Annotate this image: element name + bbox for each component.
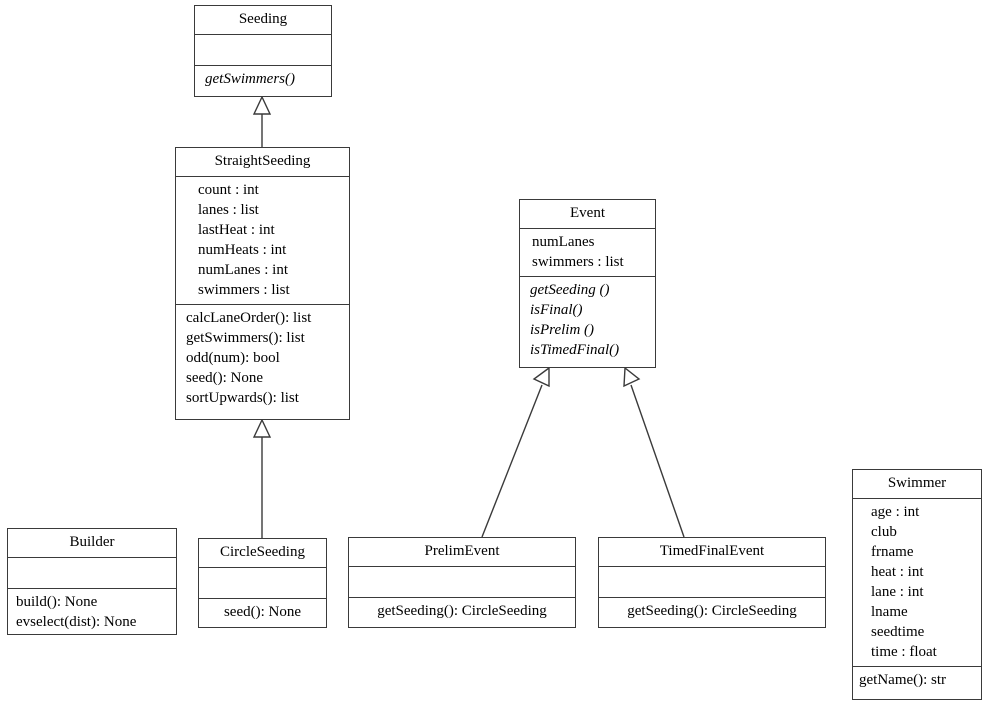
attribute-item: seedtime xyxy=(871,624,925,640)
attributes-compartment-timedfinalevent xyxy=(599,567,825,597)
compartment-divider xyxy=(349,597,575,598)
class-name-timedfinalevent: TimedFinalEvent xyxy=(659,543,765,559)
attributes-compartment-seeding xyxy=(195,35,331,65)
compartment-divider xyxy=(853,666,981,667)
operations-compartment-circleseeding: seed(): None xyxy=(199,599,326,626)
class-box-builder[interactable]: Builder build(): None evselect(dist): No… xyxy=(7,528,177,635)
operation-item: seed(): None xyxy=(223,604,302,620)
attribute-item: numHeats : int xyxy=(198,242,287,258)
class-name-event: Event xyxy=(570,205,605,221)
compartment-divider xyxy=(176,304,349,305)
compartment-divider xyxy=(599,597,825,598)
operation-item: getSeeding(): CircleSeeding xyxy=(627,603,797,619)
class-name-swimmer: Swimmer xyxy=(887,475,947,491)
attribute-item: count : int xyxy=(198,182,259,198)
attribute-item: numLanes : int xyxy=(198,262,288,278)
operation-item: sortUpwards(): list xyxy=(186,390,299,406)
compartment-divider xyxy=(349,566,575,567)
attributes-compartment-builder xyxy=(8,558,176,588)
attribute-item: numLanes xyxy=(532,234,595,250)
operation-item: isPrelim () xyxy=(530,322,595,338)
compartment-divider xyxy=(8,557,176,558)
attributes-compartment-event: numLanes swimmers : list xyxy=(520,229,655,276)
attribute-item: frname xyxy=(871,544,914,560)
operations-compartment-prelimevent: getSeeding(): CircleSeeding xyxy=(349,598,575,625)
class-box-timedfinalevent[interactable]: TimedFinalEvent getSeeding(): CircleSeed… xyxy=(598,537,826,628)
class-box-circleseeding[interactable]: CircleSeeding seed(): None xyxy=(198,538,327,628)
operation-item: calcLaneOrder(): list xyxy=(186,310,312,326)
compartment-divider xyxy=(195,34,331,35)
compartment-divider xyxy=(199,598,326,599)
operation-item: odd(num): bool xyxy=(186,350,280,366)
attribute-item: time : float xyxy=(871,644,937,660)
generalization-straightseeding-to-seeding xyxy=(252,95,272,147)
class-box-swimmer[interactable]: Swimmer age : int club frname heat : int… xyxy=(852,469,982,700)
class-name-builder: Builder xyxy=(69,534,115,550)
class-name-straightseeding: StraightSeeding xyxy=(214,153,311,169)
operations-compartment-builder: build(): None evselect(dist): None xyxy=(8,589,176,636)
operation-item: getSwimmers(): list xyxy=(186,330,305,346)
attributes-compartment-circleseeding xyxy=(199,568,326,598)
generalization-prelimevent-to-event xyxy=(481,366,550,538)
compartment-divider xyxy=(520,228,655,229)
generalization-circleseeding-to-straightseeding xyxy=(252,418,272,538)
compartment-divider xyxy=(599,566,825,567)
class-name-seeding: Seeding xyxy=(238,11,288,27)
operation-item: getSeeding () xyxy=(530,282,610,298)
operation-item: build(): None xyxy=(16,594,98,610)
operations-compartment-swimmer: getName(): str xyxy=(853,667,981,694)
class-box-seeding[interactable]: Seeding getSwimmers() xyxy=(194,5,332,97)
operation-item: seed(): None xyxy=(186,370,264,386)
attribute-item: swimmers : list xyxy=(532,254,624,270)
class-box-straightseeding[interactable]: StraightSeeding count : int lanes : list… xyxy=(175,147,350,420)
attribute-item: heat : int xyxy=(871,564,924,580)
operations-compartment-straightseeding: calcLaneOrder(): list getSwimmers(): lis… xyxy=(176,305,349,412)
attribute-item: lane : int xyxy=(871,584,924,600)
class-box-event[interactable]: Event numLanes swimmers : list getSeedin… xyxy=(519,199,656,368)
compartment-divider xyxy=(520,276,655,277)
operations-compartment-event: getSeeding () isFinal() isPrelim () isTi… xyxy=(520,277,655,364)
attributes-compartment-straightseeding: count : int lanes : list lastHeat : int … xyxy=(176,177,349,304)
attribute-item: lanes : list xyxy=(198,202,259,218)
operation-item: isTimedFinal() xyxy=(530,342,620,358)
operation-item: getSwimmers() xyxy=(205,71,295,87)
compartment-divider xyxy=(8,588,176,589)
operation-item: getSeeding(): CircleSeeding xyxy=(377,603,547,619)
operations-compartment-timedfinalevent: getSeeding(): CircleSeeding xyxy=(599,598,825,625)
attributes-compartment-prelimevent xyxy=(349,567,575,597)
compartment-divider xyxy=(176,176,349,177)
class-name-circleseeding: CircleSeeding xyxy=(220,544,305,560)
attributes-compartment-swimmer: age : int club frname heat : int lane : … xyxy=(853,499,981,666)
compartment-divider xyxy=(199,567,326,568)
compartment-divider xyxy=(853,498,981,499)
attribute-item: age : int xyxy=(871,504,920,520)
attribute-item: swimmers : list xyxy=(198,282,290,298)
attribute-item: lastHeat : int xyxy=(198,222,275,238)
compartment-divider xyxy=(195,65,331,66)
attribute-item: club xyxy=(871,524,897,540)
operation-item: getName(): str xyxy=(859,672,947,688)
operation-item: isFinal() xyxy=(530,302,583,318)
attribute-item: lname xyxy=(871,604,908,620)
class-box-prelimevent[interactable]: PrelimEvent getSeeding(): CircleSeeding xyxy=(348,537,576,628)
operations-compartment-seeding: getSwimmers() xyxy=(195,66,331,93)
generalization-timedfinalevent-to-event xyxy=(623,366,685,538)
class-name-prelimevent: PrelimEvent xyxy=(424,543,500,559)
operation-item: evselect(dist): None xyxy=(16,614,137,630)
